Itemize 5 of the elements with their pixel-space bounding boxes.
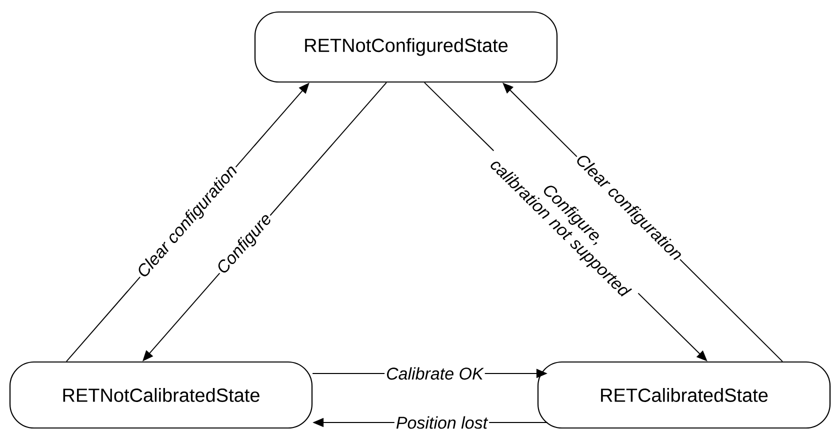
state-box: RETNotCalibratedState — [9, 361, 313, 429]
state-box: RETNotConfiguredState — [254, 11, 558, 83]
edge-label: Position lost — [396, 416, 488, 429]
state-box: RETCalibratedState — [537, 361, 831, 429]
edge-label: Calibrate OK — [386, 367, 484, 380]
